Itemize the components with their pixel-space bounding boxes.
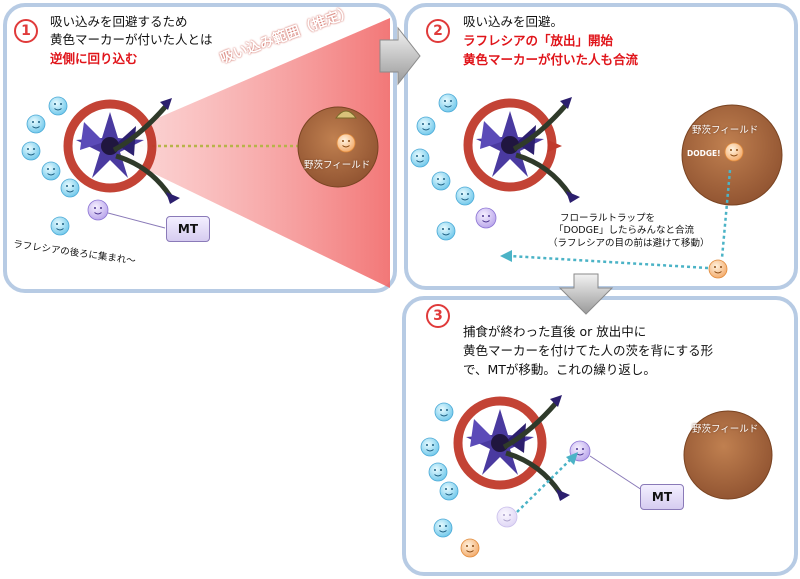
step2-highlight2: 黄色マーカーが付いた人も合流: [463, 52, 639, 67]
step2-note3: （ラフレシアの目の前は避けて移動）: [548, 238, 710, 249]
mt-label-3: MT: [640, 484, 684, 510]
step2-note1: フローラルトラップを: [560, 213, 656, 224]
next-step-arrow-1: [379, 26, 421, 86]
mt-label-1: MT: [166, 216, 210, 242]
pod-marker-icon: [335, 110, 357, 119]
rafflesia-boss-icon-3: [458, 395, 570, 501]
step2-highlight1: ラフレシアの「放出」開始: [463, 33, 614, 48]
step1-line1: 吸い込みを回避するため: [50, 14, 188, 29]
rafflesia-boss-icon-2: [468, 97, 580, 203]
suction-range-area: [95, 18, 390, 288]
step3-line1: 捕食が終わった直後 or 放出中に: [463, 324, 647, 339]
field-label-3: 野茨フィールド: [692, 424, 759, 435]
step1-highlight: 逆側に回り込む: [50, 51, 138, 66]
step1-number: 1: [14, 19, 38, 43]
marked-member-icon-2: [724, 142, 744, 162]
step2-number: 2: [426, 19, 450, 43]
step2-note2: 「DODGE」したらみんなと合流: [554, 225, 694, 236]
step3-line2: 黄色マーカーを付けてた人の茨を背にする形: [463, 343, 714, 358]
step3-number: 3: [426, 304, 450, 328]
dodge-label: DODGE!: [687, 149, 721, 158]
bramble-field-circle-3: [683, 410, 773, 500]
step1-line2: 黄色マーカーが付いた人とは: [50, 32, 213, 47]
step2-line1: 吸い込みを回避。: [463, 14, 564, 29]
step3-line3: で、MTが移動。これの繰り返し。: [463, 362, 656, 377]
field-label-1: 野茨フィールド: [304, 160, 371, 171]
marked-member-icon: [336, 133, 356, 153]
field-label-2: 野茨フィールド: [692, 125, 759, 136]
next-step-arrow-2: [558, 273, 614, 315]
